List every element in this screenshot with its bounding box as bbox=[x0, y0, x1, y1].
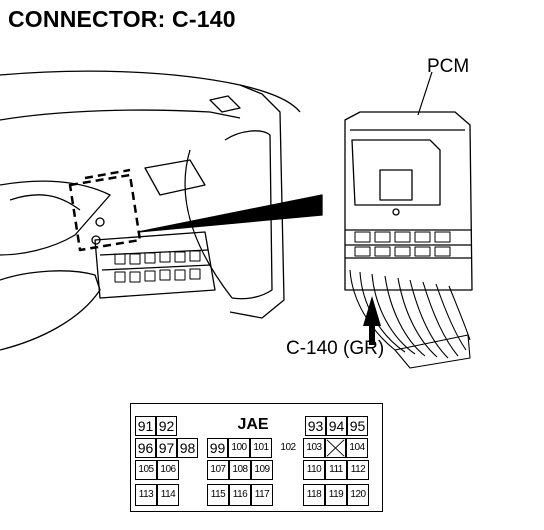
connector-face-grid: 91 92 JAE 93 94 95 96 97 98 99 100 101 1… bbox=[130, 403, 383, 512]
hidden-pcm-outline bbox=[68, 173, 142, 252]
pin-108: 108 bbox=[229, 460, 251, 480]
pin-101: 101 bbox=[250, 438, 272, 458]
vent-shape bbox=[144, 159, 206, 196]
pin-116: 116 bbox=[229, 484, 251, 506]
pin-99: 99 bbox=[207, 438, 228, 458]
pin-112: 112 bbox=[347, 460, 369, 480]
connector-label: C-140 (GR) bbox=[286, 338, 385, 359]
pin-91: 91 bbox=[135, 416, 156, 436]
pin-97: 97 bbox=[156, 438, 177, 458]
pin-109: 109 bbox=[251, 460, 273, 480]
pin-113: 113 bbox=[135, 484, 157, 506]
pin-103: 103 bbox=[303, 438, 325, 458]
pin-104: 104 bbox=[346, 438, 368, 458]
pin-94: 94 bbox=[326, 416, 347, 436]
pin-120: 120 bbox=[347, 484, 369, 506]
pin-92: 92 bbox=[156, 416, 177, 436]
pcm-body bbox=[344, 111, 473, 291]
connector-arrow bbox=[363, 296, 381, 345]
page-title: CONNECTOR: C-140 bbox=[8, 6, 236, 32]
empty-cavity bbox=[325, 438, 346, 458]
pin-102: 102 bbox=[277, 438, 299, 458]
pin-118: 118 bbox=[303, 484, 325, 506]
pin-96: 96 bbox=[135, 438, 156, 458]
pin-111: 111 bbox=[325, 460, 347, 480]
location-illustration bbox=[0, 70, 473, 369]
pcm-label: PCM bbox=[427, 56, 470, 77]
jae-brand-label: JAE bbox=[209, 414, 297, 436]
wire-harness bbox=[349, 269, 471, 369]
location-pointer bbox=[137, 194, 323, 233]
pin-119: 119 bbox=[325, 484, 347, 506]
pin-117: 117 bbox=[251, 484, 273, 506]
pin-100: 100 bbox=[228, 438, 250, 458]
pin-114: 114 bbox=[157, 484, 179, 506]
empty-cavity-x-icon bbox=[326, 439, 345, 457]
pin-98: 98 bbox=[177, 438, 198, 458]
dashboard-top-line bbox=[0, 70, 301, 113]
pin-106: 106 bbox=[157, 460, 179, 480]
pin-110: 110 bbox=[303, 460, 325, 480]
pin-105: 105 bbox=[135, 460, 157, 480]
pin-107: 107 bbox=[207, 460, 229, 480]
pin-95: 95 bbox=[347, 416, 368, 436]
pin-115: 115 bbox=[207, 484, 229, 506]
pin-93: 93 bbox=[305, 416, 326, 436]
